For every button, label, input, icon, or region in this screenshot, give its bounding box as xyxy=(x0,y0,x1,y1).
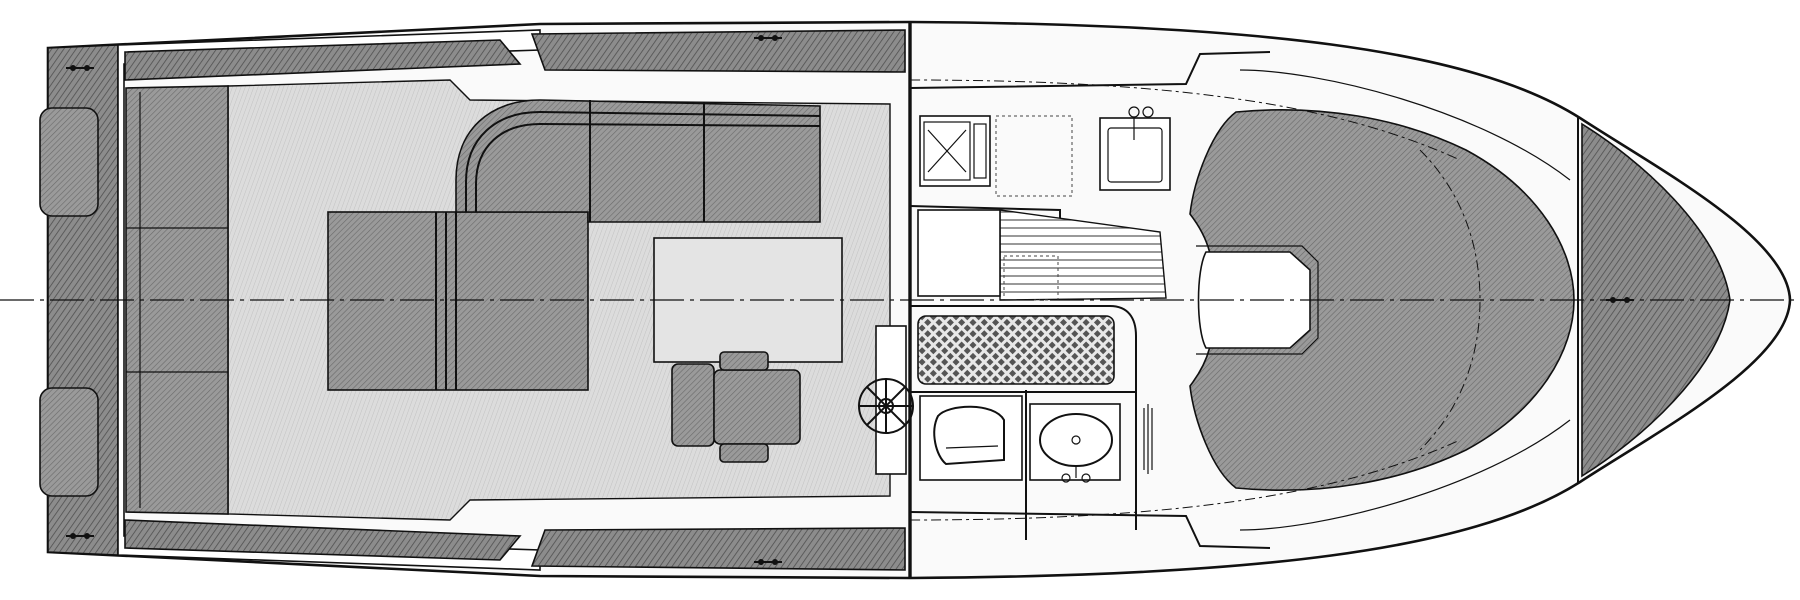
sun-pad xyxy=(327,211,589,391)
side-decks xyxy=(530,29,906,73)
steering-wheel xyxy=(858,378,914,434)
helm-seat xyxy=(671,351,801,463)
galley-sink xyxy=(1099,106,1171,191)
side-decks xyxy=(530,527,906,571)
head-floor xyxy=(917,315,1115,385)
stern-hatch-starboard xyxy=(39,387,99,497)
l-shaped-sofa xyxy=(455,99,821,223)
head-washbasin xyxy=(1029,403,1121,483)
side-decks xyxy=(124,519,522,561)
mooring-cleats xyxy=(66,35,1634,565)
stern-hatch-port xyxy=(39,107,99,217)
side-decks xyxy=(124,39,522,81)
galley-stove xyxy=(919,115,991,187)
head-toilet xyxy=(919,395,1023,481)
